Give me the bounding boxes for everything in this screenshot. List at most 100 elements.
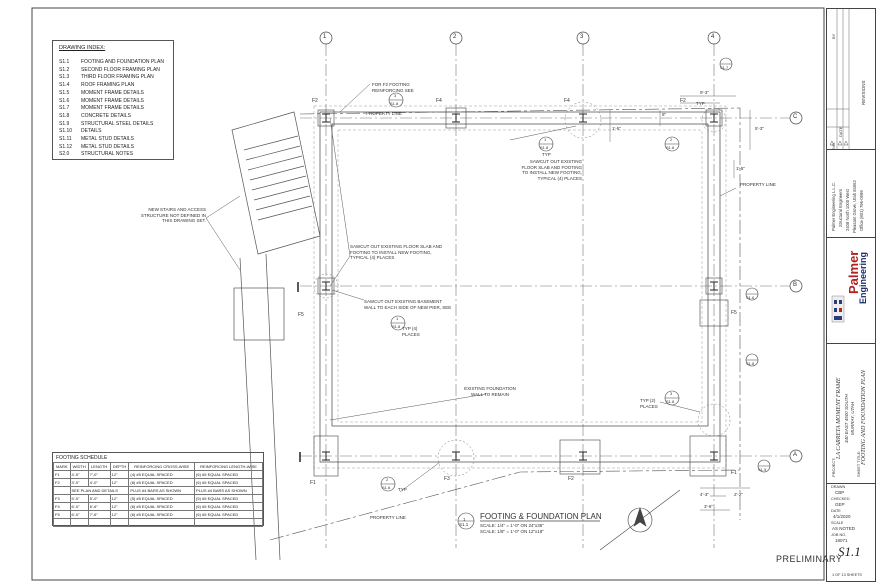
table-cell — [53, 486, 71, 495]
project-label: PROJECT: — [831, 457, 836, 477]
footing-mark-f2: F2 — [312, 98, 318, 104]
revision-by-label: BY — [831, 33, 836, 39]
table-cell: 4'-0" — [69, 470, 89, 479]
table-cell: PLUS #4 BARS AS SHOWN — [128, 486, 196, 495]
logo-mark-icon — [831, 295, 845, 323]
table-row — [53, 518, 263, 527]
plan-scale-2: SCALE: 1/8" = 1'-0" ON 12"x18" — [480, 529, 544, 534]
detail-ref-sheet: S1.8 — [390, 101, 399, 106]
detail-ref-num: 3 — [670, 391, 673, 396]
dim-4-3: 4'-3" — [700, 492, 709, 497]
detail-ref-sheet: S1.8 — [666, 399, 675, 404]
col-header: LENGTH — [87, 462, 111, 471]
table-cell: (6) #5 EQUAL SPACED — [194, 510, 263, 519]
table-cell: (6) #5 EQUAL SPACED — [128, 510, 196, 519]
table-cell: 12" — [109, 494, 130, 503]
footing-schedule: FOOTING SCHEDULE MARK WIDTH LENGTH DEPTH… — [52, 452, 264, 527]
dim-3-6: 3'-6" — [704, 504, 713, 509]
project-address-1: 340 EAST 4500 SOUTH — [844, 394, 849, 443]
dim-2-2: 2'-2" — [734, 492, 743, 497]
detail-ref-num: 1 — [396, 316, 399, 321]
detail-ref-sheet: S1.7 — [720, 65, 729, 70]
firm-line-5: Office (801) 796-0599 — [859, 190, 864, 231]
note-sawcut-basement: SAWCUT OUT EXISTING BASEMENT WALL TO EAC… — [364, 299, 452, 310]
project-cell — [827, 343, 875, 484]
table-cell: (8) #5 EQUAL SPACED — [128, 478, 196, 487]
footing-mark-f5: F5 — [298, 312, 304, 318]
table-cell: (5) #5 EQUAL SPACED — [194, 494, 263, 503]
table-cell: 6'-6" — [87, 502, 111, 511]
project-address-2: MURRAY, UTAH — [850, 401, 855, 435]
dim-8: 8" — [662, 112, 667, 117]
table-cell: F3 — [53, 494, 71, 503]
detail-ref-sheet: S1.8 — [392, 324, 401, 329]
table-cell: 12" — [109, 502, 130, 511]
table-cell: F1 — [53, 470, 71, 479]
note-existing-wall: EXISTING FOUNDATION WALL TO REMAIN — [464, 386, 516, 397]
note-sawcut-slab: SAWCUT OUT EXISTING FLOOR SLAB AND FOOTI… — [521, 159, 582, 181]
table-row: F3 5'-0" 5'-0" 12" (5) #5 EQUAL SPACED (… — [53, 494, 263, 503]
drawn-value: CBP — [835, 490, 845, 495]
grid-label-2: 2 — [453, 34, 457, 40]
logo-text-engineering: Engineering — [858, 251, 868, 304]
firm-line-4: Pleasant Grove, Utah 84062 — [852, 180, 857, 233]
dim-1-5-b: 1'-5" — [736, 166, 745, 171]
table-cell: PLUS #4 BARS AS SHOWN — [194, 486, 263, 495]
table-cell: (5) #5 EQUAL SPACED — [128, 494, 196, 503]
table-cell: 7'-0" — [87, 470, 111, 479]
table-cell: (6) #5 EQUAL SPACED — [194, 470, 263, 479]
table-cell: 3'-0" — [69, 478, 89, 487]
col-header: REINFORCING LENGTH-WISE — [194, 462, 263, 471]
footing-mark-f1b: F1 — [731, 470, 737, 476]
footing-mark-f3: F3 — [444, 476, 450, 482]
dim-1-5: 1'-5" — [612, 126, 621, 131]
checked-value: GEP — [835, 502, 845, 507]
table-cell: 12" — [109, 510, 130, 519]
table-cell: (4) #5 EQUAL SPACED — [128, 470, 196, 479]
footing-mark-f2b: F2 — [680, 98, 686, 104]
grid-label-1: 1 — [323, 34, 327, 40]
table-row: F5 6'-0" 7'-6" 12" (6) #5 EQUAL SPACED (… — [53, 510, 263, 519]
detail-ref-sheet: S1.8 — [666, 145, 675, 150]
table-row: F4 6'-0" 6'-6" 12" (6) #5 EQUAL SPACED (… — [53, 502, 263, 511]
grid-label-3: 3 — [580, 34, 584, 40]
dim-5-3: 5'-3" — [755, 126, 764, 131]
table-cell: 6'-0" — [69, 510, 89, 519]
table-cell: (6) #5 EQUAL SPACED — [194, 478, 263, 487]
table-header-row: MARK WIDTH LENGTH DEPTH REINFORCING CROS… — [53, 462, 263, 471]
table-row: F2 3'-0" 4'-0" 12" (8) #5 EQUAL SPACED (… — [53, 478, 263, 487]
note-typ-2-places: TYP (2) PLACES — [640, 398, 658, 409]
detail-ref-num: 2 — [386, 477, 389, 482]
table-cell: (6) #5 EQUAL SPACED — [194, 502, 263, 511]
table-row: SEE PLAN AND DETAILS PLUS #4 BARS AS SHO… — [53, 486, 263, 495]
note-property-line-right: PROPERTY LINE — [740, 182, 776, 187]
table-cell: 12" — [109, 478, 130, 487]
grid-label-4: 4 — [711, 34, 715, 40]
table-cell: 5'-0" — [87, 494, 111, 503]
firm-info-cell — [827, 149, 875, 238]
note-typ-dim: TYP — [696, 101, 705, 106]
drawn-label: DRAWN — [831, 485, 846, 489]
revision-date-label: DATE — [838, 126, 843, 137]
detail-ref-sheet: S1.6 — [746, 295, 755, 300]
col-header: WIDTH — [69, 462, 89, 471]
table-cell: F2 — [53, 478, 71, 487]
table-cell: (6) #5 EQUAL SPACED — [128, 502, 196, 511]
plan-title-detail-num: 1 — [463, 517, 466, 522]
firm-name: Palmer Engineering L.L.C. — [831, 181, 836, 231]
table-cell: 4'-0" — [87, 478, 111, 487]
note-typ-4-places: TYP (4) PLACES — [402, 326, 420, 337]
scale-value: AS NOTED — [832, 526, 856, 531]
detail-ref-num: 2 — [670, 137, 673, 142]
detail-ref-num: 1 — [544, 137, 547, 142]
note-typ: TYP — [542, 152, 551, 157]
